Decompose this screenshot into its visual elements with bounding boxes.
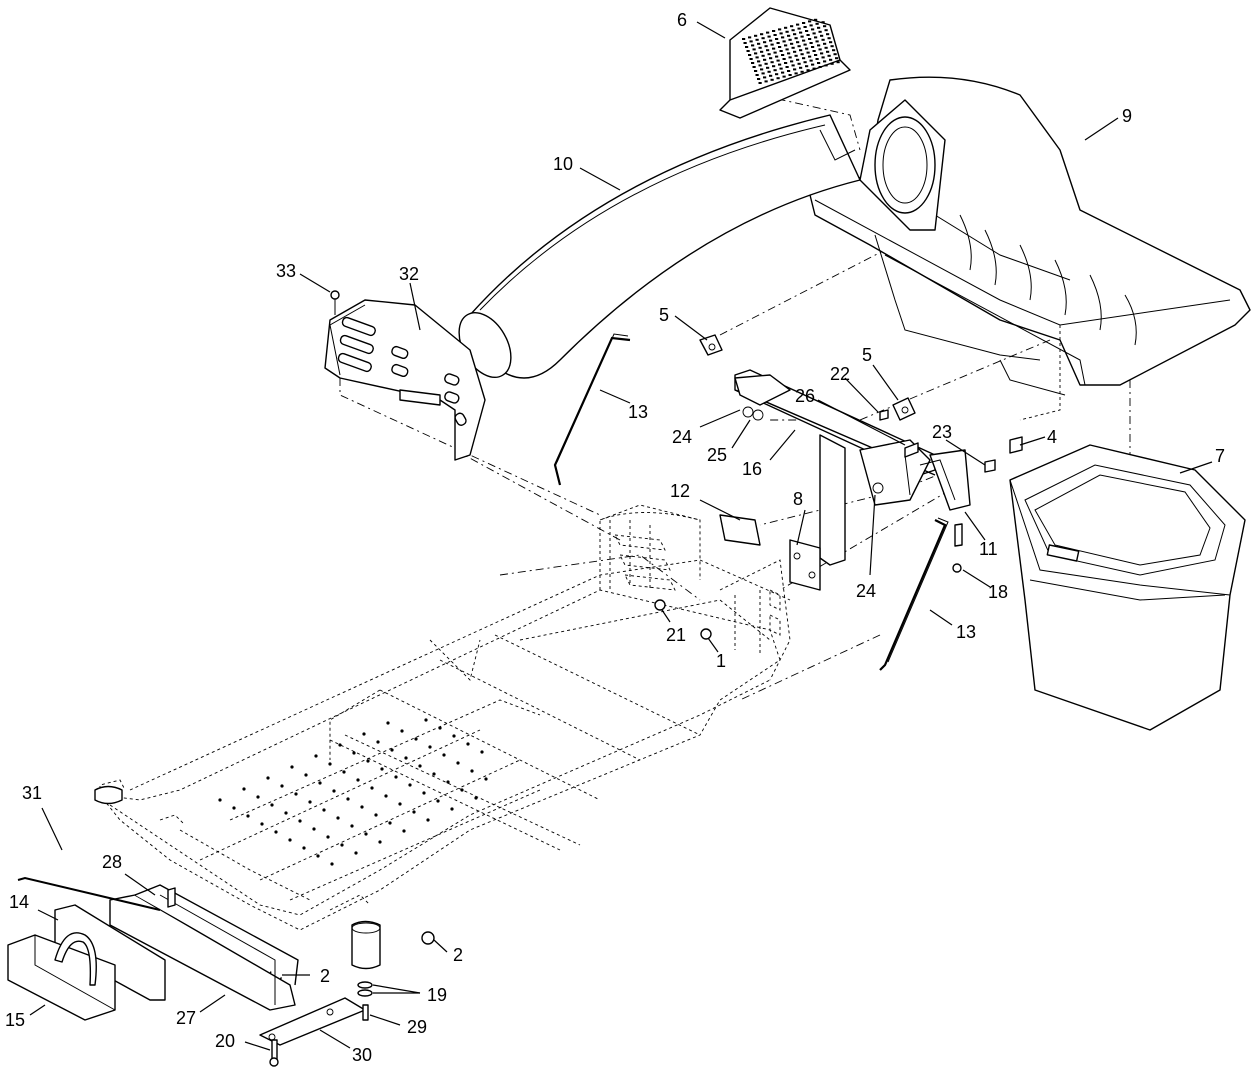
callout-32: 32: [399, 264, 419, 284]
callout-4: 4: [1047, 427, 1057, 447]
small-hardware: [269, 334, 1023, 982]
callout-25: 25: [707, 445, 727, 465]
support-rod-left: [553, 333, 631, 486]
callout-15: 15: [5, 1010, 25, 1030]
intake-screen: [719, 7, 851, 119]
front-weight-assembly: [7, 785, 381, 1067]
mounting-bracket-assembly: [734, 369, 971, 566]
callout-13-top: 13: [628, 402, 648, 422]
callout-29: 29: [407, 1017, 427, 1037]
callout-2-left: 2: [320, 966, 330, 986]
pin-4: [1009, 436, 1023, 454]
callout-11: 11: [979, 539, 998, 559]
plate-8: [789, 539, 821, 591]
callout-12: 12: [670, 481, 690, 501]
callout-8: 8: [793, 489, 803, 509]
callout-21: 21: [666, 625, 686, 645]
callout-20: 20: [215, 1031, 235, 1051]
callout-23: 23: [932, 422, 952, 442]
seat-guard-phantom: [599, 512, 781, 636]
bolt-23: [984, 459, 996, 473]
callout-22: 22: [830, 364, 850, 384]
callout-27: 27: [176, 1008, 196, 1028]
callout-16: 16: [742, 459, 762, 479]
bolt-22: [879, 409, 889, 421]
nut-21: [654, 599, 666, 611]
callout-24-bottom: 24: [856, 581, 876, 601]
callout-24-top: 24: [672, 427, 692, 447]
callout-33: 33: [276, 261, 296, 281]
callout-5-right: 5: [862, 345, 872, 365]
callout-19: 19: [427, 985, 447, 1005]
support-rod-right: [879, 517, 949, 671]
seat-back-guard: [324, 290, 486, 461]
callout-14: 14: [9, 892, 29, 912]
callout-6: 6: [677, 10, 687, 30]
grass-catcher-bag: [1009, 444, 1246, 731]
callout-28: 28: [102, 852, 122, 872]
callout-13-bottom: 13: [956, 622, 976, 642]
callout-labels: 6 9 10 33 32 5 5 22 13 26 24 23 4 25 16 …: [5, 10, 1225, 1065]
leader-lines: [29, 21, 1213, 1051]
callout-31: 31: [22, 783, 42, 803]
callout-5-left: 5: [659, 305, 669, 325]
nut-1: [700, 628, 712, 640]
callout-10: 10: [553, 154, 573, 174]
callout-1: 1: [716, 651, 726, 671]
callout-7: 7: [1215, 446, 1225, 466]
hopper-cover: [809, 76, 1251, 421]
pin-26: [904, 442, 919, 458]
callout-26: 26: [795, 386, 815, 406]
bolt-33: [330, 290, 340, 300]
callout-9: 9: [1122, 106, 1132, 126]
floor-plate-holes: [218, 718, 488, 866]
callout-30: 30: [352, 1045, 372, 1065]
callout-2-right: 2: [453, 945, 463, 965]
nut-2b: [421, 931, 435, 945]
bolt-18: [954, 523, 963, 547]
plate-12: [719, 514, 761, 546]
chassis-frame: [98, 504, 791, 931]
discharge-chute: [458, 114, 861, 379]
callout-18: 18: [988, 582, 1008, 602]
